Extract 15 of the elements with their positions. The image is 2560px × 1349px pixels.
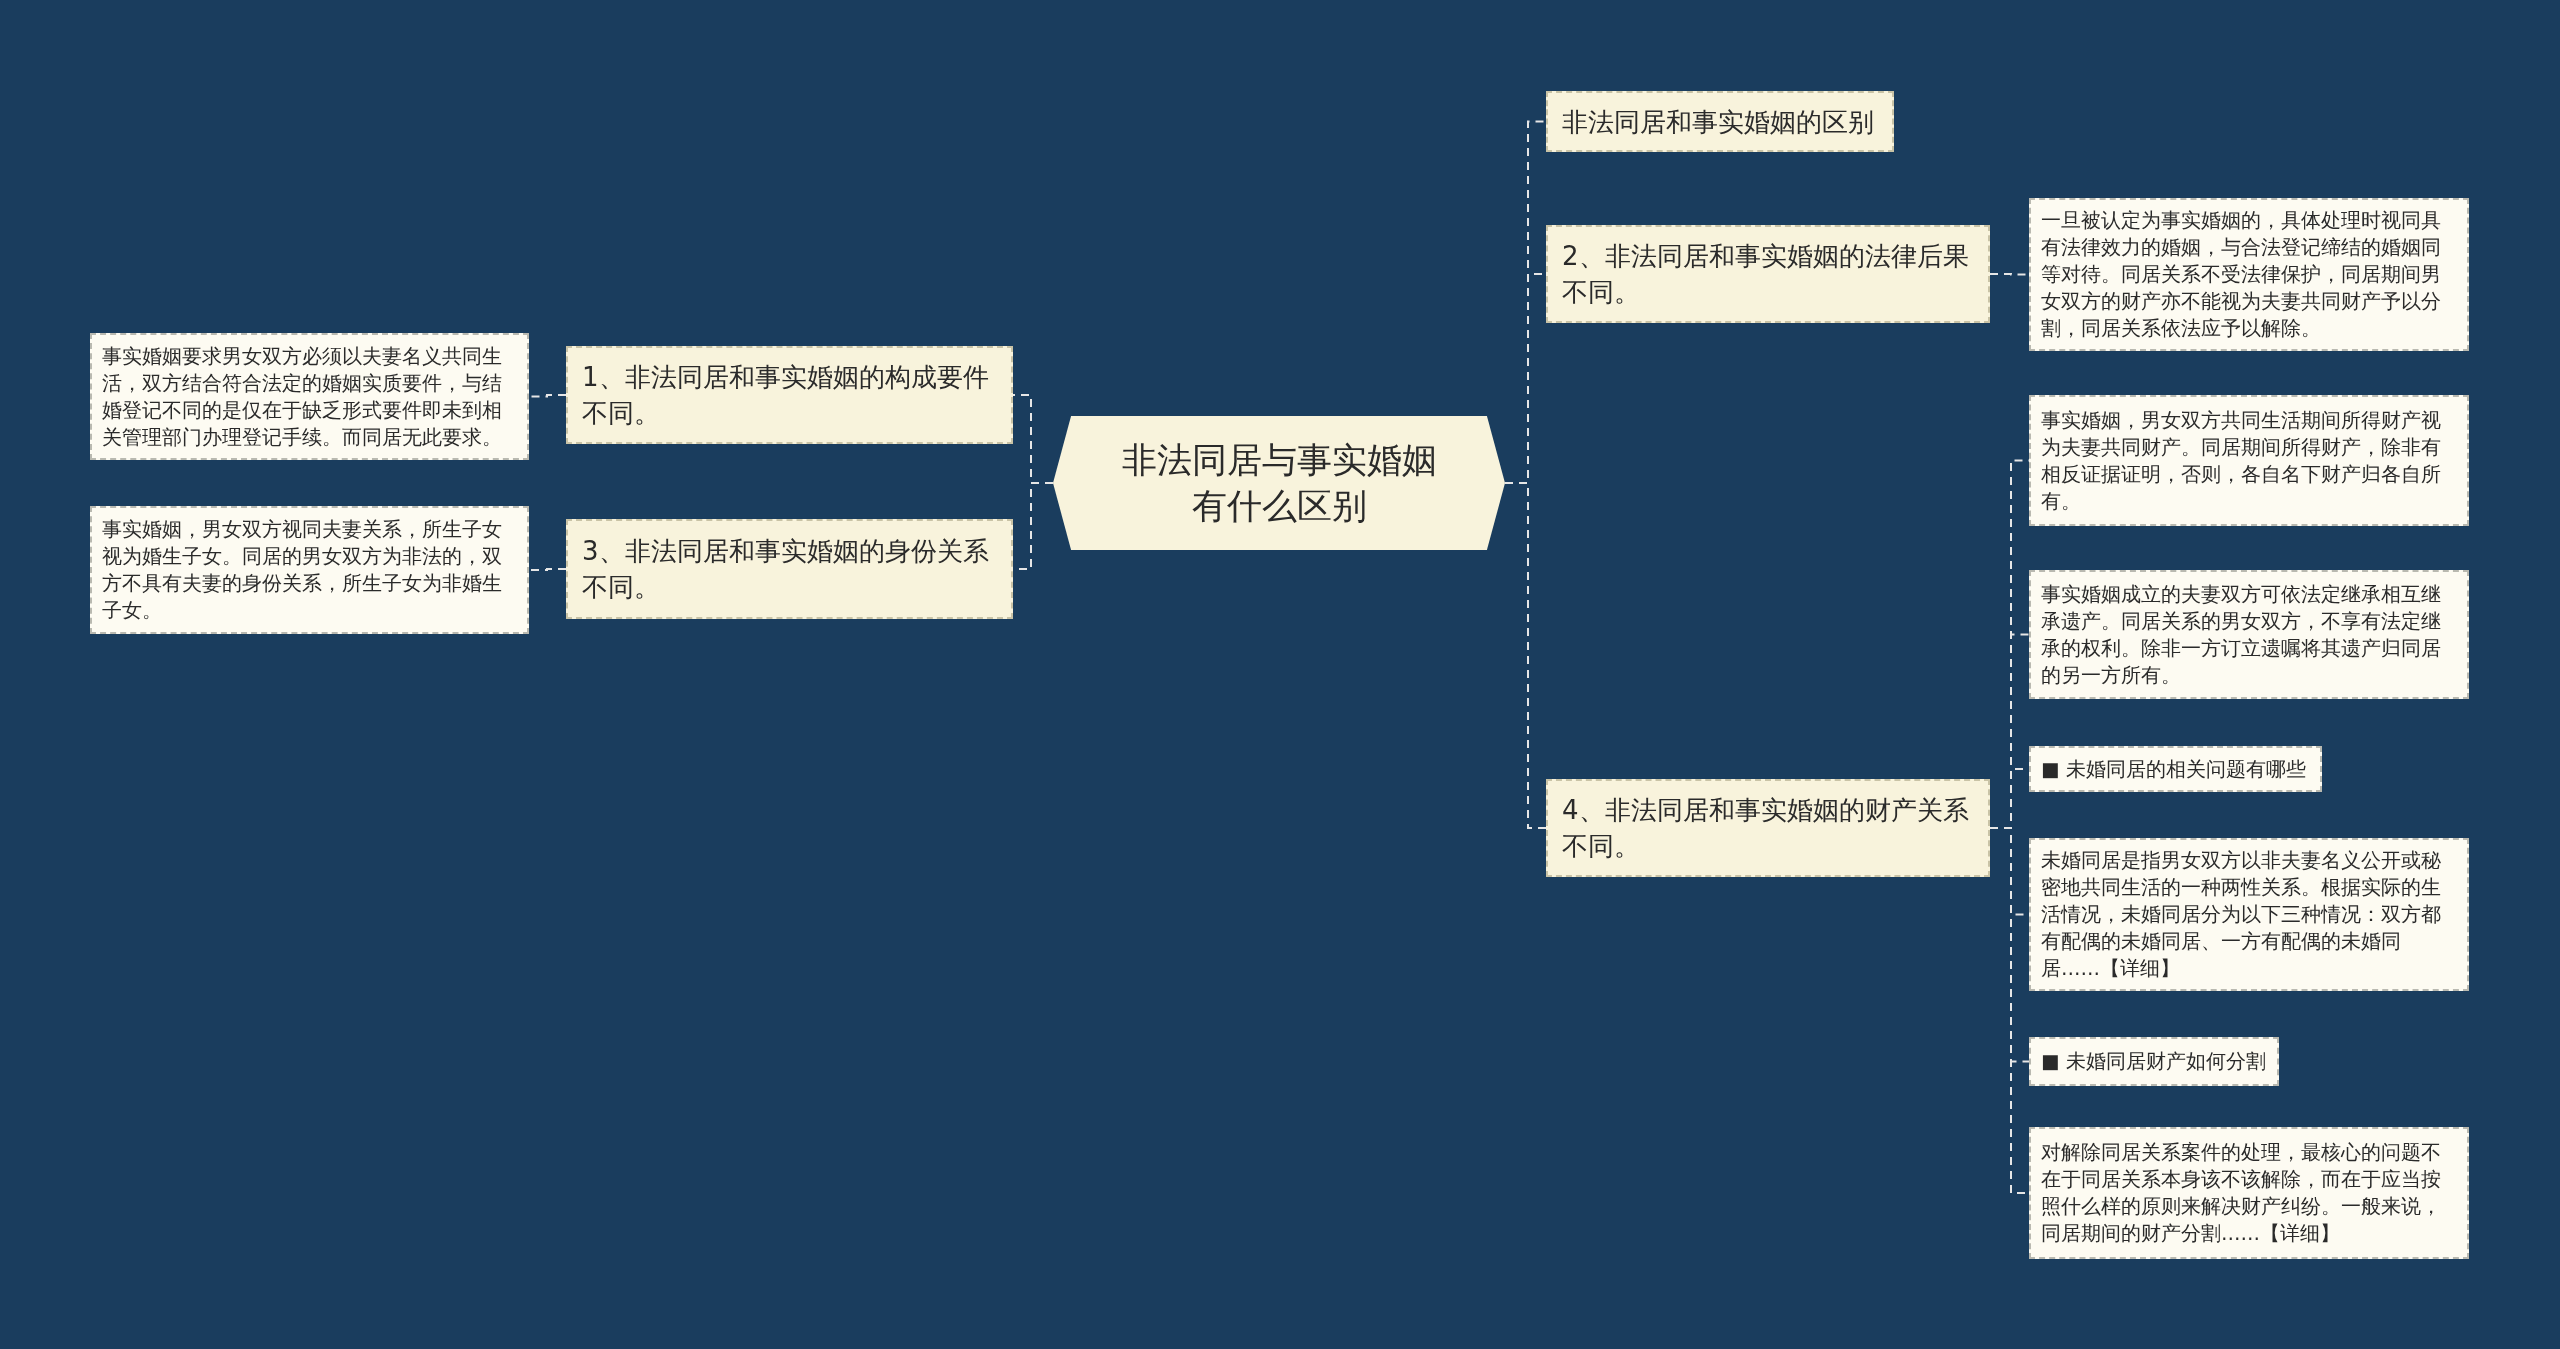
note-box: 一旦被认定为事实婚姻的，具体处理时视同具有法律效力的婚姻，与合法登记缔结的婚姻同等对待。同居关系不受法律保护，同居期间男女双方的财产亦不能视为夫妻共同财产予以分割，同居关系依法应予以解除。	[2029, 198, 2469, 351]
topic-box: 2、非法同居和事实婚姻的法律后果不同。	[1546, 225, 1990, 323]
note-box: 事实婚姻，男女双方共同生活期间所得财产视为夫妻共同财产。同居期间所得财产，除非有相反证据证明，否则，各自名下财产归各自所有。	[2029, 395, 2469, 526]
note-box: 未婚同居是指男女双方以非夫妻名义公开或秘密地共同生活的一种两性关系。根据实际的生活情况，未婚同居分为以下三种情况：双方都有配偶的未婚同居、一方有配偶的未婚同居……【详细】	[2029, 838, 2469, 991]
note-box: 事实婚姻，男女双方视同夫妻关系，所生子女视为婚生子女。同居的男女双方为非法的，双方不具有夫妻的身份关系，所生子女为非婚生子女。	[90, 506, 529, 634]
topic-box: 3、非法同居和事实婚姻的身份关系不同。	[566, 519, 1013, 619]
link-box: ■ 未婚同居财产如何分割	[2029, 1037, 2279, 1086]
link-box: ■ 未婚同居的相关问题有哪些	[2029, 746, 2322, 792]
note-box: 事实婚姻要求男女双方必须以夫妻名义共同生活，双方结合符合法定的婚姻实质要件，与结婚登记不同的是仅在于缺乏形式要件即未到相关管理部门办理登记手续。而同居无此要求。	[90, 333, 529, 460]
connector	[528, 568, 567, 571]
topic-box: 4、非法同居和事实婚姻的财产关系不同。	[1546, 779, 1990, 877]
topic-box: 非法同居和事实婚姻的区别	[1546, 91, 1894, 152]
topic-box: 1、非法同居和事实婚姻的构成要件不同。	[566, 346, 1013, 444]
note-box: 事实婚姻成立的夫妻双方可依法定继承相互继承遗产。同居关系的男女双方，不享有法定继承的权利。除非一方订立遗嘱将其遗产归同居的另一方所有。	[2029, 570, 2469, 699]
note-box: 对解除同居关系案件的处理，最核心的问题不在于同居关系本身该不该解除，而在于应当按照什么样的原则来解决财产纠纷。一般来说，同居期间的财产分割……【详细】	[2029, 1127, 2469, 1259]
